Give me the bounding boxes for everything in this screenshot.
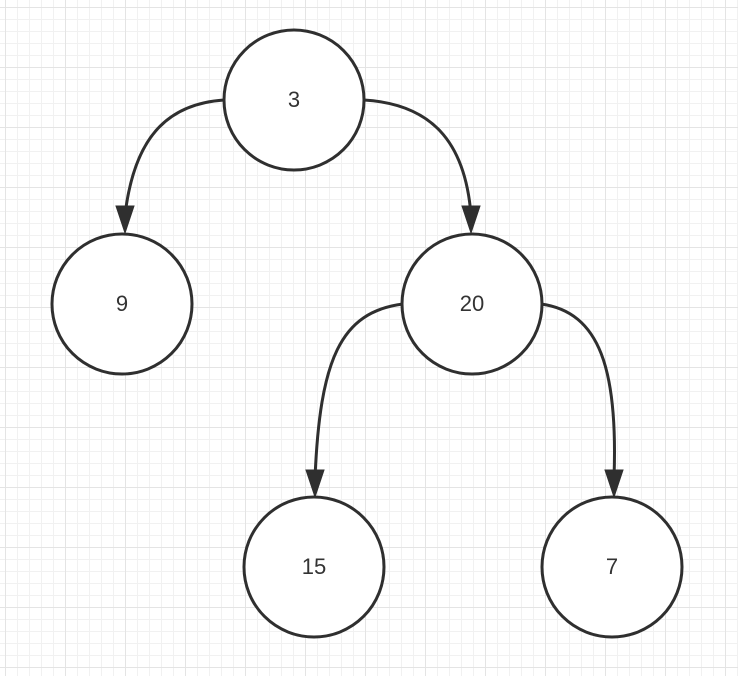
tree-node-20: 20	[400, 232, 544, 376]
tree-node-15: 15	[242, 495, 386, 639]
edge-3-20	[363, 98, 481, 235]
node-label-20: 20	[460, 291, 484, 316]
tree-node-9: 9	[50, 232, 194, 376]
node-label-15: 15	[302, 554, 326, 579]
edge-20-15	[305, 302, 404, 499]
edge-20-7	[540, 302, 624, 499]
edge-3-9	[115, 98, 225, 235]
tree-node-3: 3	[222, 28, 366, 172]
node-label-9: 9	[116, 291, 128, 316]
node-label-3: 3	[288, 87, 300, 112]
tree-node-7: 7	[540, 495, 684, 639]
node-label-7: 7	[606, 554, 618, 579]
